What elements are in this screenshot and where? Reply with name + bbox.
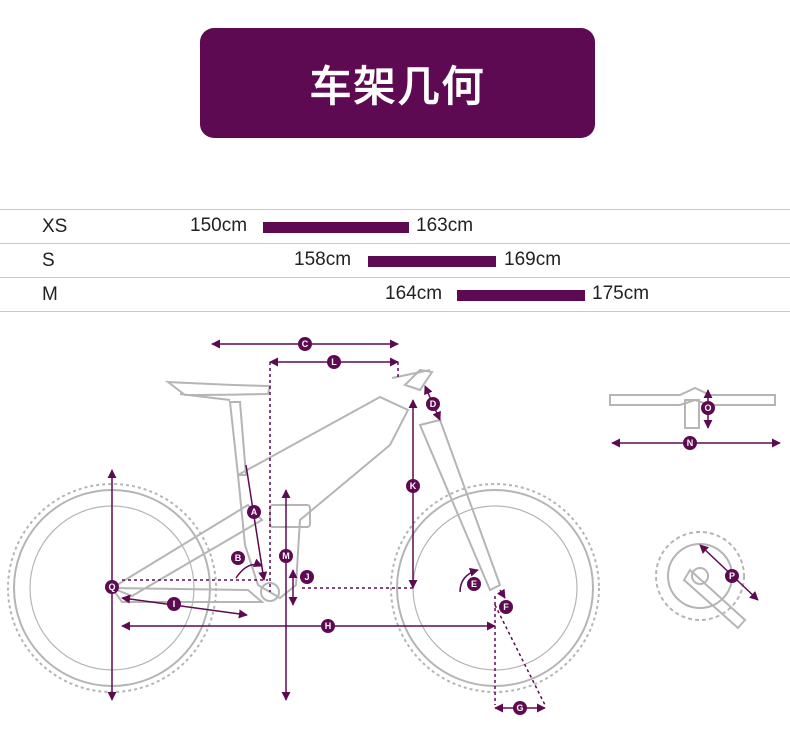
height-range-bar <box>368 256 496 267</box>
label-n: N <box>683 436 697 450</box>
height-max: 169cm <box>504 249 562 270</box>
label-h: H <box>321 619 335 633</box>
height-range-bar <box>457 290 585 301</box>
size-row-m: M 164cm 175cm <box>0 277 790 312</box>
svg-text:J: J <box>304 572 309 582</box>
dimension-labels: C L D K A B M J Q I H E F G O N P <box>105 337 739 715</box>
label-o: O <box>701 401 715 415</box>
height-min: 164cm <box>385 283 443 304</box>
height-range-bar <box>263 222 409 233</box>
label-f: F <box>499 600 513 614</box>
svg-text:O: O <box>704 403 711 413</box>
label-g: G <box>513 701 527 715</box>
title-banner: 车架几何 <box>200 28 595 138</box>
svg-text:P: P <box>729 571 735 581</box>
height-max: 175cm <box>592 283 650 304</box>
label-b: B <box>231 551 245 565</box>
page-title: 车架几何 <box>309 61 486 111</box>
size-name: XS <box>42 216 68 237</box>
label-m: M <box>279 549 293 563</box>
label-q: Q <box>105 580 119 594</box>
svg-text:F: F <box>503 602 509 612</box>
label-e: E <box>467 577 481 591</box>
svg-text:M: M <box>282 551 290 561</box>
label-p: P <box>725 569 739 583</box>
size-name: S <box>42 250 55 271</box>
height-min: 150cm <box>190 215 248 236</box>
label-d: D <box>426 397 440 411</box>
height-max: 163cm <box>416 215 474 236</box>
size-row-xs: XS 150cm 163cm <box>0 209 790 243</box>
svg-text:K: K <box>410 481 417 491</box>
label-k: K <box>406 479 420 493</box>
label-l: L <box>327 355 341 369</box>
svg-text:L: L <box>331 357 337 367</box>
svg-text:Q: Q <box>108 582 115 592</box>
size-name: M <box>42 284 58 305</box>
svg-text:B: B <box>235 553 242 563</box>
handlebar-detail <box>609 386 776 429</box>
svg-text:N: N <box>687 438 694 448</box>
label-c: C <box>298 337 312 351</box>
label-j: J <box>300 570 314 584</box>
size-table: XS 150cm 163cm S 158cm 169cm M 164cm 175… <box>0 209 790 312</box>
svg-text:A: A <box>251 507 258 517</box>
svg-text:I: I <box>173 599 176 609</box>
svg-text:C: C <box>302 339 309 349</box>
label-a: A <box>247 505 261 519</box>
svg-text:H: H <box>325 621 332 631</box>
label-i: I <box>167 597 181 611</box>
svg-text:D: D <box>430 399 437 409</box>
svg-text:E: E <box>471 579 477 589</box>
bike-frame <box>109 368 502 603</box>
svg-text:G: G <box>516 703 523 713</box>
height-min: 158cm <box>294 249 352 270</box>
size-row-s: S 158cm 169cm <box>0 243 790 277</box>
